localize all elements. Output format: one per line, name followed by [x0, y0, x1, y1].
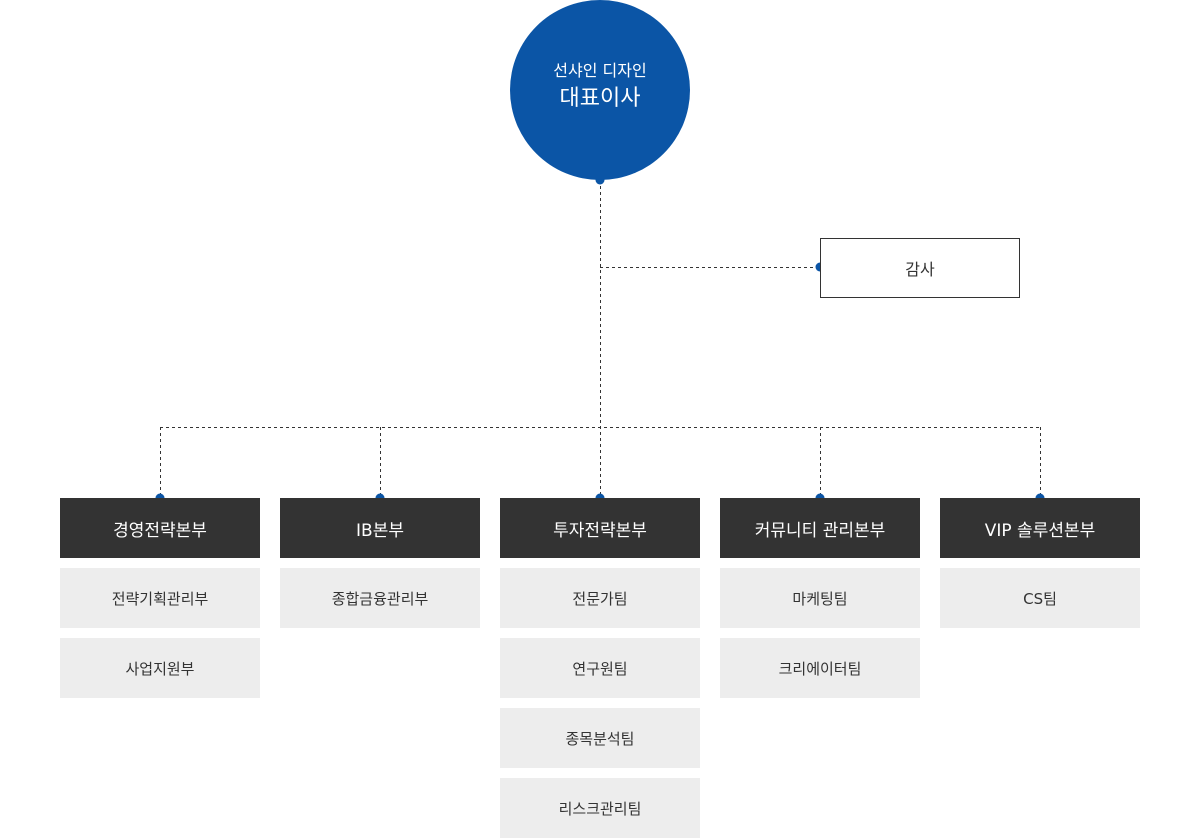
team-label: 종목분석팀 [565, 729, 635, 748]
ceo-company-name: 선샤인 디자인 [553, 61, 647, 80]
team-node: 연구원팀 [500, 638, 700, 698]
team-label: 전략기획관리부 [111, 589, 209, 608]
team-node: 마케팅팀 [720, 568, 920, 628]
audit-node: 감사 [820, 238, 1020, 298]
division-label: 커뮤니티 관리본부 [754, 520, 886, 541]
team-label: 리스크관리팀 [558, 799, 642, 818]
team-label: 마케팅팀 [792, 589, 848, 608]
team-label: 사업지원부 [125, 659, 195, 678]
division-vip-solution: VIP 솔루션본부 [940, 498, 1140, 558]
division-management-strategy: 경영전략본부 [60, 498, 260, 558]
team-node: 종목분석팀 [500, 708, 700, 768]
team-label: 전문가팀 [572, 589, 628, 608]
team-node: 전략기획관리부 [60, 568, 260, 628]
division-label: VIP 솔루션본부 [984, 520, 1096, 541]
ceo-title: 대표이사 [559, 86, 641, 111]
team-node: 종합금융관리부 [280, 568, 480, 628]
team-node: 리스크관리팀 [500, 778, 700, 838]
division-community: 커뮤니티 관리본부 [720, 498, 920, 558]
team-node: 사업지원부 [60, 638, 260, 698]
team-label: 크리에이터팀 [778, 659, 862, 678]
team-node: CS팀 [940, 568, 1140, 628]
team-node: 크리에이터팀 [720, 638, 920, 698]
division-label: IB본부 [356, 520, 404, 541]
team-node: 전문가팀 [500, 568, 700, 628]
division-investment-strategy: 투자전략본부 [500, 498, 700, 558]
team-label: 연구원팀 [572, 659, 628, 678]
ceo-node: 선샤인 디자인 대표이사 [510, 0, 690, 180]
division-label: 경영전략본부 [113, 520, 207, 541]
division-ib: IB본부 [280, 498, 480, 558]
audit-label: 감사 [905, 260, 935, 279]
division-label: 투자전략본부 [553, 520, 647, 541]
team-label: CS팀 [1023, 589, 1057, 608]
team-label: 종합금융관리부 [331, 589, 429, 608]
